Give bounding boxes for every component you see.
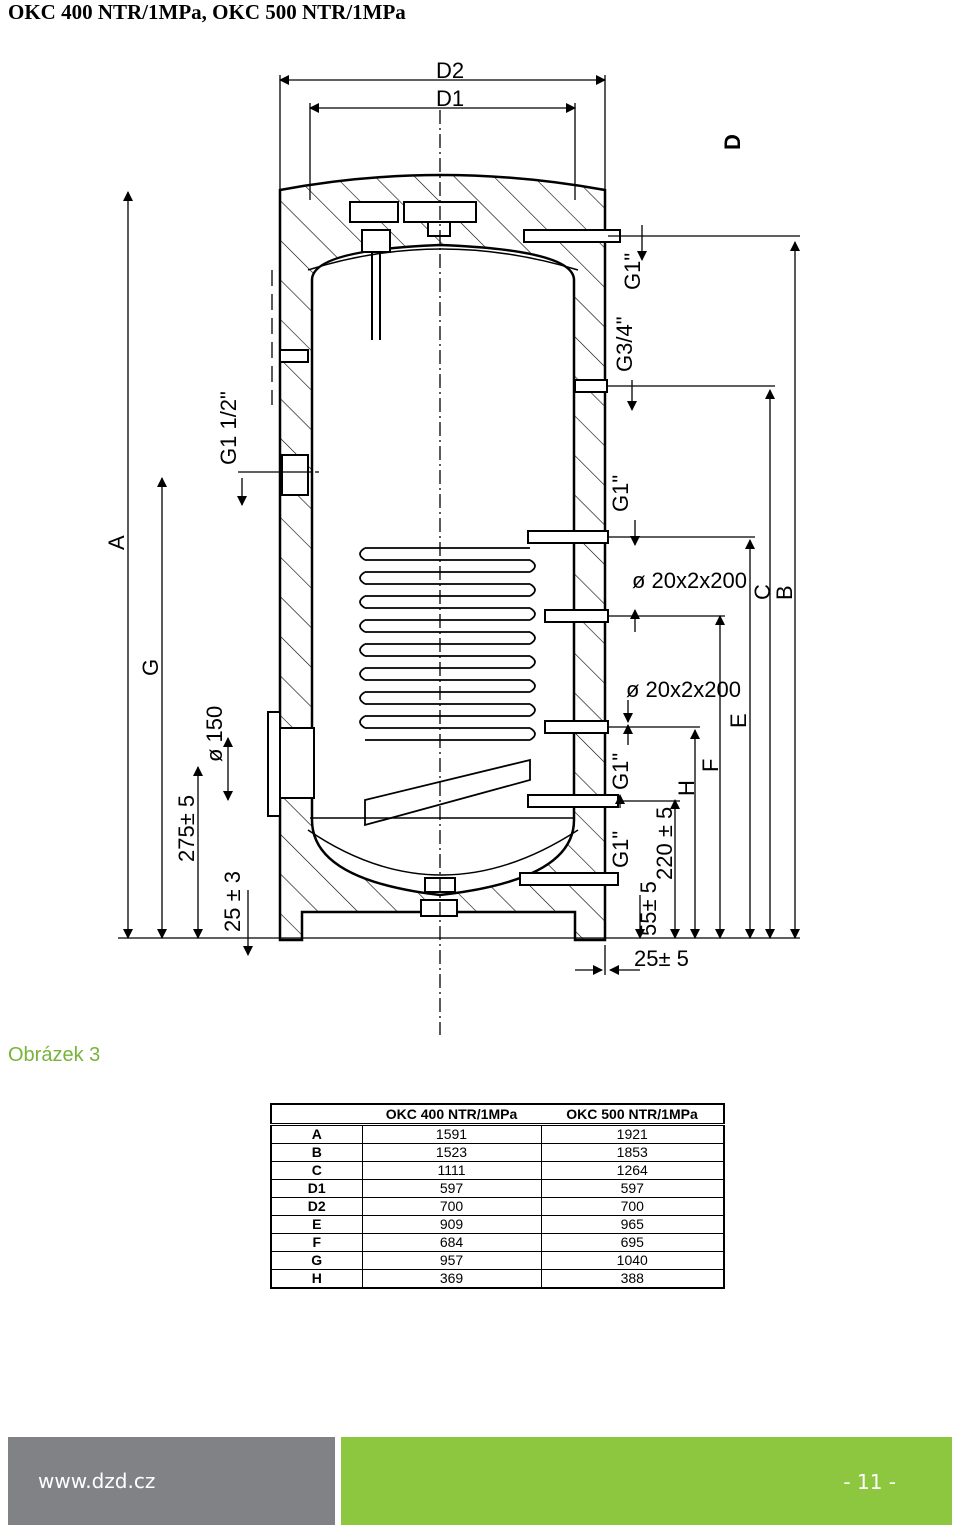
table-row: A 1591 1921 [271, 1124, 724, 1144]
table-cell: C [271, 1161, 362, 1180]
table-cell: 1040 [540, 1251, 724, 1270]
label-g3-4: G3/4" [612, 316, 637, 372]
table-cell: 695 [540, 1233, 724, 1252]
tank-bottom-liner [307, 829, 579, 876]
table-cell: B [271, 1143, 362, 1162]
label-g1-lower: G1" [608, 753, 633, 790]
label-275: 275± 5 [174, 795, 199, 862]
label-d2: D2 [436, 58, 464, 83]
table-cell: 957 [361, 1251, 541, 1270]
label-b: B [772, 585, 797, 600]
table-cell: 1591 [361, 1124, 541, 1144]
technical-drawing: D2 D1 D A G G1 1/2" ø 150 275± 5 25 ± 3 … [104, 58, 800, 1035]
figure-caption: Obrázek 3 [8, 1044, 101, 1066]
table-header-row: OKC 400 NTR/1MPa OKC 500 NTR/1MPa [271, 1104, 724, 1126]
table-cell: E [271, 1215, 362, 1234]
page-number: - 11 - [843, 1470, 896, 1494]
table-cell: D1 [271, 1179, 362, 1198]
table-row: G 957 1040 [271, 1251, 724, 1270]
table-cell: A [271, 1124, 362, 1144]
table-cell: 388 [540, 1269, 724, 1288]
label-c: C [750, 584, 775, 600]
table-cell: 700 [361, 1197, 541, 1216]
table-cell: F [271, 1233, 362, 1252]
label-a: A [104, 535, 129, 550]
table-cell: D2 [271, 1197, 362, 1216]
label-dia-lower: ø 20x2x200 [626, 677, 741, 702]
table-cell: 1921 [540, 1124, 724, 1144]
label-55: 55± 5 [636, 881, 661, 936]
table-cell: H [271, 1269, 362, 1288]
label-g1-top: G1" [620, 253, 645, 290]
tank-body [278, 173, 607, 942]
label-d1: D1 [436, 86, 464, 111]
table-cell: 369 [361, 1269, 541, 1288]
table-cell: 700 [540, 1197, 724, 1216]
table-row: D1 597 597 [271, 1179, 724, 1198]
label-f: F [698, 759, 723, 772]
label-dia-upper: ø 20x2x200 [632, 568, 747, 593]
table-cell: 1111 [361, 1161, 541, 1180]
dimension-lines [118, 75, 800, 975]
page-title: OKC 400 NTR/1MPa, OKC 500 NTR/1MPa [8, 0, 406, 24]
label-g1-half: G1 1/2" [216, 391, 241, 465]
footer-left-panel: www.dzd.cz [8, 1437, 335, 1525]
table-row: B 1523 1853 [271, 1143, 724, 1162]
table-cell: 1264 [540, 1161, 724, 1180]
table-cell: 1523 [361, 1143, 541, 1162]
table-row: H 369 388 [271, 1269, 724, 1288]
side-connections [267, 229, 621, 917]
table-row: E 909 965 [271, 1215, 724, 1234]
table-header-cell: OKC 400 NTR/1MPa [362, 1104, 541, 1126]
table-cell: 1853 [540, 1143, 724, 1162]
footer-url-link[interactable]: www.dzd.cz [38, 1469, 156, 1493]
label-g1-upper: G1" [608, 475, 633, 512]
table-cell: 909 [361, 1215, 541, 1234]
label-g1-bottom: G1" [608, 831, 633, 868]
table-cell: 597 [361, 1179, 541, 1198]
table-row: C 1111 1264 [271, 1161, 724, 1180]
label-25-3: 25 ± 3 [220, 871, 245, 932]
label-phi150: ø 150 [202, 706, 227, 762]
dimensions-table: OKC 400 NTR/1MPa OKC 500 NTR/1MPa A 1591… [270, 1103, 725, 1289]
footer-right-panel: - 11 - [341, 1437, 952, 1525]
table-cell: G [271, 1251, 362, 1270]
label-25-5: 25± 5 [634, 946, 689, 971]
table-cell: 597 [540, 1179, 724, 1198]
label-220: 220 ± 5 [652, 807, 677, 880]
label-e: E [726, 713, 751, 728]
table-header-cell [271, 1104, 362, 1126]
table-row: D2 700 700 [271, 1197, 724, 1216]
table-cell: 965 [540, 1215, 724, 1234]
table-row: F 684 695 [271, 1233, 724, 1252]
top-fittings [349, 201, 477, 340]
drawing-labels: D2 D1 D A G G1 1/2" ø 150 275± 5 25 ± 3 … [104, 58, 797, 971]
table-cell: 684 [361, 1233, 541, 1252]
table-header-cell: OKC 500 NTR/1MPa [541, 1104, 724, 1126]
heating-coil [359, 547, 536, 827]
label-d: D [720, 134, 745, 150]
tank-liner [307, 248, 579, 271]
label-h: H [674, 780, 699, 796]
label-g: G [138, 659, 163, 676]
